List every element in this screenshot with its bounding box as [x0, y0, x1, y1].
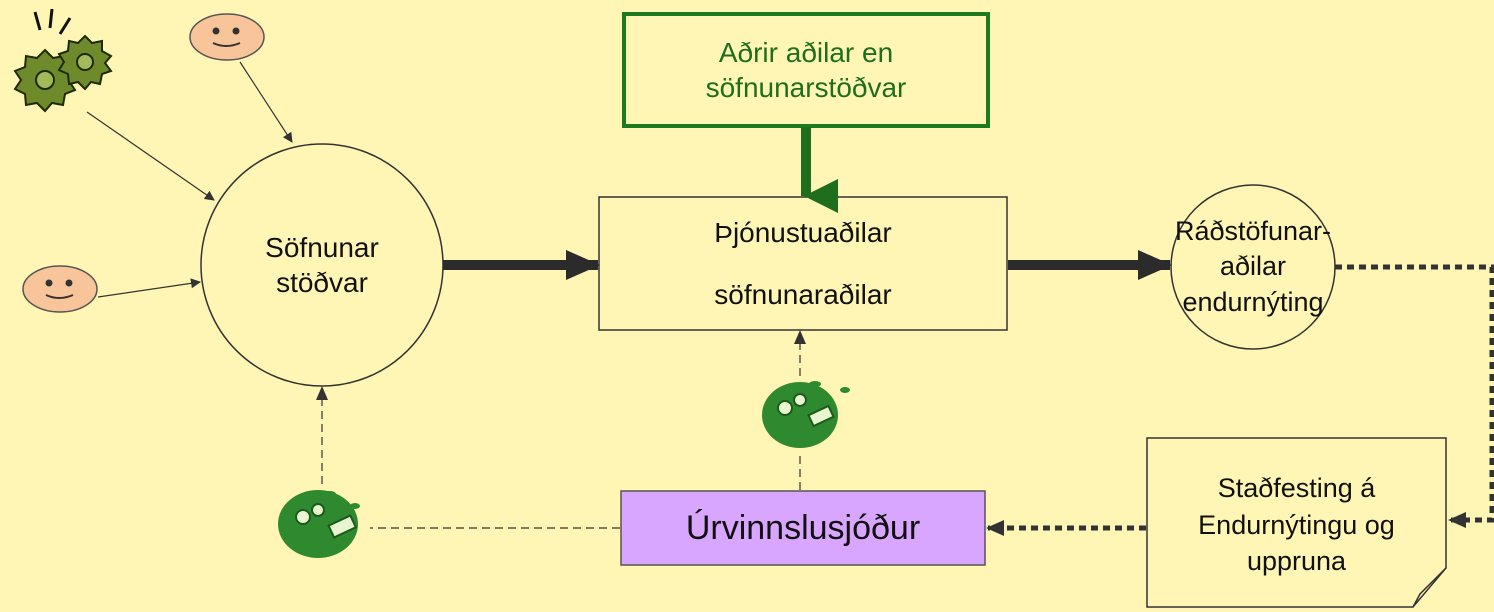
arrow-face-top-to-stations [239, 61, 293, 143]
money-bag-icon [762, 381, 850, 448]
service-providers-line2: söfnunaraðilar [714, 278, 892, 310]
other-parties-box[interactable] [622, 12, 990, 128]
smiley-face-icon [22, 265, 98, 313]
other-parties-label: Aðrir aðilar en söfnunarstöðvar [624, 14, 988, 126]
other-parties-line2: söfnunarstöðvar [705, 72, 907, 103]
confirmation-document[interactable] [1146, 437, 1447, 608]
other-parties-line1: Aðrir aðilar en [718, 37, 894, 68]
confirmation-label: Staðfesting á Endurnýtingu og uppruna [1147, 452, 1446, 598]
disposal-parties-label: Ráðstöfunar- aðilar endurnýting [1171, 195, 1335, 339]
gears-icon [13, 8, 113, 113]
recycling-fund-label: Úrvinnslusjóður [685, 508, 921, 547]
collection-stations-line1: Söfnunar [265, 232, 379, 263]
service-providers-line1: Þjónustuaðilar [714, 216, 892, 248]
arrow-gears-to-stations [86, 111, 215, 201]
confirmation-document-fold [1412, 567, 1447, 608]
arrow-face-left-to-stations [97, 278, 201, 298]
dotted-disposal-to-confirmation [1335, 264, 1494, 528]
disposal-parties-line3: endurnýting [1182, 286, 1324, 317]
disposal-parties-line1: Ráðstöfunar- [1174, 216, 1332, 247]
confirmation-line1: Staðfesting á [1217, 473, 1376, 504]
confirmation-line3: uppruna [1246, 546, 1347, 577]
collection-stations-label: Söfnunar stöðvar [202, 205, 442, 325]
money-bag-icon [278, 490, 360, 558]
service-providers-box[interactable] [598, 196, 1008, 331]
smiley-face-icon [189, 13, 265, 61]
collection-stations-line2: stöðvar [276, 267, 368, 298]
service-providers-label: Þjónustuaðilar söfnunaraðilar [599, 197, 1007, 330]
disposal-parties-line2: aðilar [1219, 251, 1287, 282]
recycling-fund-box[interactable] [620, 490, 986, 566]
confirmation-line2: Endurnýtingu og [1198, 509, 1395, 540]
